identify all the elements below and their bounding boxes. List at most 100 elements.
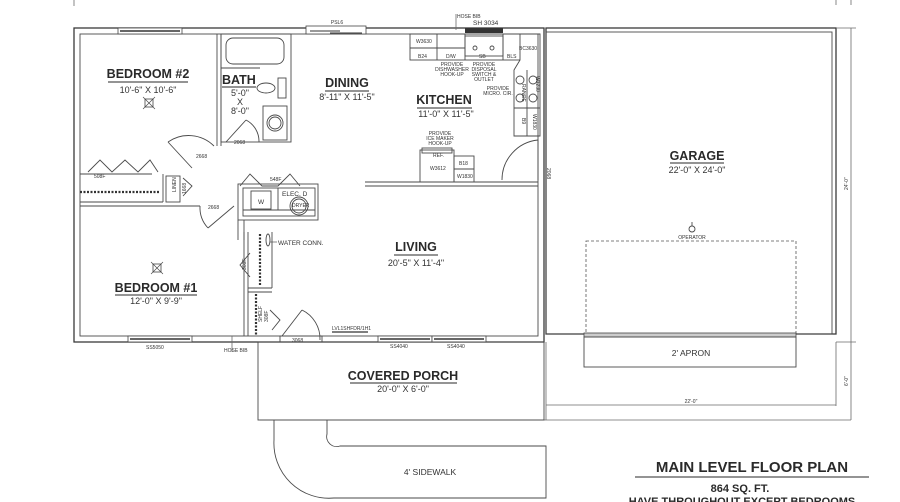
sink-icon xyxy=(256,82,276,94)
svg-text:PROVIDE: PROVIDE xyxy=(441,62,464,68)
w1830b-label: W1830 xyxy=(457,174,473,180)
dim-6-label: 6'-0" xyxy=(844,376,850,386)
dryer-icon xyxy=(289,196,309,216)
hall-closets xyxy=(239,232,281,336)
front-door-3068-label: 3068 xyxy=(292,338,303,344)
svg-text:DISPOSAL: DISPOSAL xyxy=(471,67,496,73)
plan-title: MAIN LEVEL FLOOR PLAN xyxy=(656,459,848,476)
door-2668-label: 2668 xyxy=(196,154,207,160)
kitchen-label-group: KITCHEN 11'-0" X 11'-5" xyxy=(416,93,474,119)
sb-label: SB xyxy=(479,54,486,60)
living-size: 20'-5" X 11'-4" xyxy=(388,258,444,268)
svg-text:MICRO. CIR.: MICRO. CIR. xyxy=(483,91,512,97)
w3612-label: W3612 xyxy=(430,166,446,172)
bedroom1-door xyxy=(199,205,235,229)
linen-closet xyxy=(165,175,193,203)
bedroom2-window xyxy=(117,27,183,35)
garage-door-swing-area xyxy=(585,240,797,335)
bedroom1-name: BEDROOM #1 xyxy=(115,281,198,295)
svg-text:PROVIDE: PROVIDE xyxy=(473,62,496,68)
plan-title-block: MAIN LEVEL FLOOR PLAN 864 SQ. FT. HAVE T… xyxy=(629,459,869,502)
dining-size: 8'-11" X 11'-5" xyxy=(319,92,375,102)
kitchen-name: KITCHEN xyxy=(416,93,472,107)
apron-label: 2' APRON xyxy=(672,348,710,358)
svg-text:HOOK-UP: HOOK-UP xyxy=(440,72,464,78)
dim-24-label: 24'-0" xyxy=(844,177,850,190)
closet-308f-b-label: 308F xyxy=(264,311,270,322)
garage-walls xyxy=(545,27,837,335)
ss4040-a-label: SS4040 xyxy=(390,344,408,350)
vanity-icon xyxy=(277,77,287,99)
laundry-closet xyxy=(237,173,319,240)
sidewalk xyxy=(273,420,547,499)
dim-22-label: 22'-0" xyxy=(685,399,698,405)
bedroom1-size: 12'-0" X 9'-9" xyxy=(130,296,182,306)
provide-dishwasher-note: PROVIDE DISHWASHER HOOK-UP xyxy=(435,62,469,78)
kitchen-upper-cabinets xyxy=(409,28,541,137)
ss4040-b-label: SS4040 xyxy=(447,344,465,350)
bath-walls xyxy=(220,33,292,143)
apron xyxy=(583,336,797,368)
dining-name: DINING xyxy=(325,76,369,90)
range-burner-icon xyxy=(515,75,525,85)
elec-panel-label: ELEC. D xyxy=(282,191,308,198)
patio-door-psl6: PSL6 xyxy=(305,20,367,35)
linen-label: LINEN xyxy=(172,177,178,192)
kitchen-size: 11'-0" X 11'-5" xyxy=(418,109,474,119)
overhead-garage-door xyxy=(583,332,797,338)
svg-text:OUTLET: OUTLET xyxy=(474,77,494,83)
svg-text:PROVIDE: PROVIDE xyxy=(429,131,452,137)
bath-door-label: 2068 xyxy=(234,140,245,146)
dryer-label: DRYER xyxy=(292,203,310,209)
bedroom2-walls xyxy=(80,34,222,207)
w1830-label: W1830 xyxy=(531,114,537,130)
plan-area: 864 SQ. FT. xyxy=(711,483,770,495)
w1230-label: W1230 xyxy=(534,76,540,92)
porch-size: 20'-0" X 6'-0" xyxy=(377,384,429,394)
garage-size: 22'-0" X 24'-0" xyxy=(669,165,726,175)
ref-label: REF. xyxy=(433,153,444,159)
lvl-beam-label: LVL1SHFDR/1H1 xyxy=(332,326,371,332)
dining-label-group: DINING 8'-11" X 11'-5" xyxy=(319,76,375,102)
range-burner-icon xyxy=(528,75,538,85)
garage-label-group: GARAGE 22'-0" X 24'-0" xyxy=(669,149,726,175)
bath-size-w: 5'-0" xyxy=(231,88,249,98)
range-burner-icon xyxy=(528,93,538,103)
ss5050-label: SS5050 xyxy=(146,345,164,351)
bedroom2-door xyxy=(167,135,215,169)
bedroom1-label-group: BEDROOM #1 12'-0" X 9'-9" xyxy=(115,281,198,306)
svg-text:DISHWASHER: DISHWASHER xyxy=(435,67,469,73)
bath-name: BATH xyxy=(222,73,256,87)
psl6-label: PSL6 xyxy=(331,20,343,26)
porch-name: COVERED PORCH xyxy=(348,369,458,383)
bedroom2-name: BEDROOM #2 xyxy=(107,67,190,81)
washer-label: W xyxy=(258,199,265,206)
bls-label: BLS xyxy=(507,54,517,60)
hose-bib-bottom-label: HOSE BIB xyxy=(224,348,248,354)
washer-icon xyxy=(250,190,272,210)
bath-label-group: BATH 5'-0" X 8'-0" xyxy=(222,73,256,116)
ceiling-light-icon xyxy=(150,261,164,275)
linen-door-label: 1668 xyxy=(182,183,188,194)
bath-size-x: X xyxy=(237,97,243,107)
w3630-label: W3630 xyxy=(416,39,432,45)
porch-label-group: COVERED PORCH 20'-0" X 6'-0" xyxy=(348,369,458,394)
living-windows xyxy=(377,335,487,343)
bedroom1-window xyxy=(127,335,193,343)
bedroom2-label-group: BEDROOM #2 10'-6" X 10'-6" xyxy=(107,67,190,95)
svg-text:SWITCH &: SWITCH & xyxy=(472,72,497,78)
provide-ice-maker-note: PROVIDE ICE MAKER HOOK-UP xyxy=(426,131,454,147)
bathtub-icon xyxy=(225,37,285,65)
garage-name: GARAGE xyxy=(670,149,725,163)
garage-door-operator-icon xyxy=(688,222,696,233)
plan-footnote: HAVE THROUGHOUT EXCEPT BEDROOMS xyxy=(629,496,856,502)
water-conn-label: WATER CONN. xyxy=(278,240,324,247)
toilet-icon xyxy=(262,105,288,141)
garage-door-2068-label: 2068 xyxy=(545,168,551,179)
living-name: LIVING xyxy=(395,240,437,254)
shelf-label: SHELF xyxy=(258,306,264,322)
closet-548f-label: 548F xyxy=(270,177,281,183)
provide-disposal-note: PROVIDE DISPOSAL SWITCH & OUTLET xyxy=(471,62,496,83)
operator-label: OPERATOR xyxy=(678,235,706,241)
